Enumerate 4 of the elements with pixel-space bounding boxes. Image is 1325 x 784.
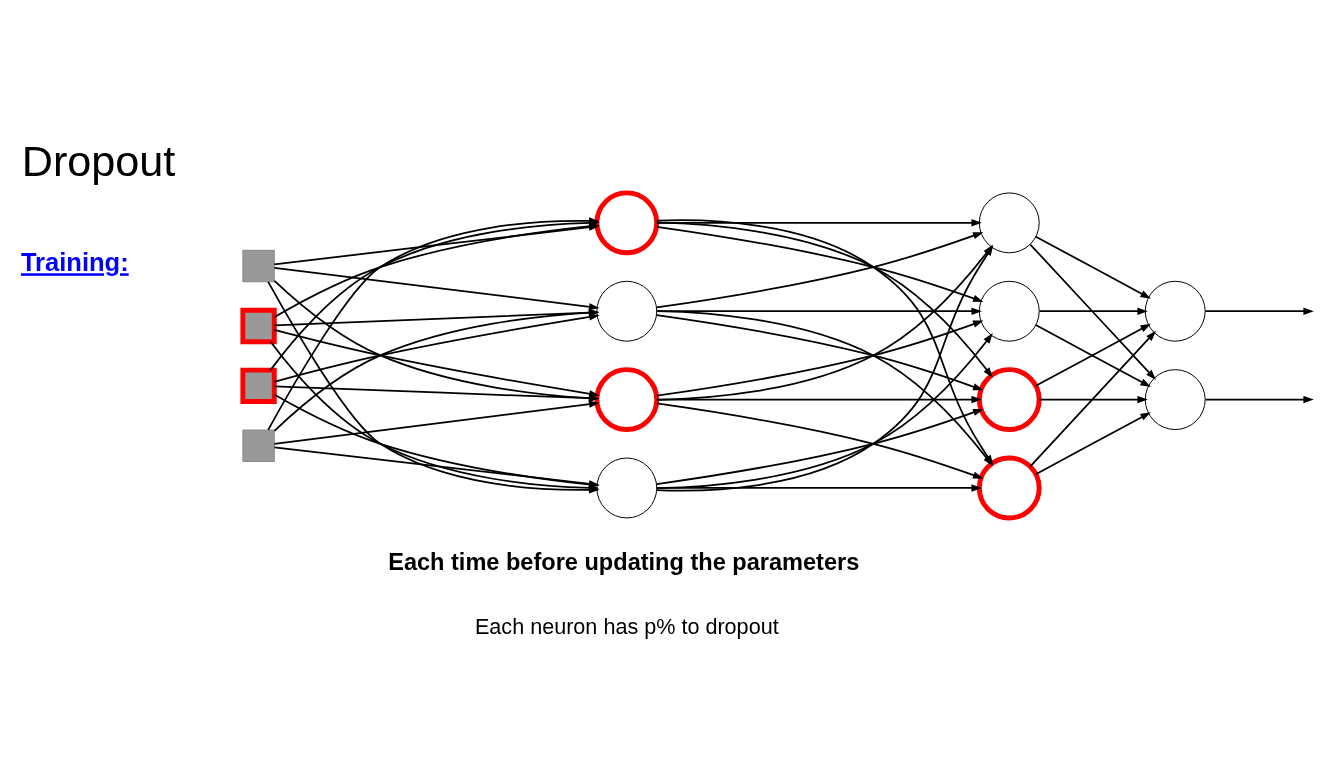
- label: Each neuron has p% to dropout: [474, 613, 779, 639]
- diagram-title: Dropout: [21, 137, 176, 186]
- label: Each time before updating the parameters: [388, 548, 860, 575]
- label: Training:: [20, 248, 129, 277]
